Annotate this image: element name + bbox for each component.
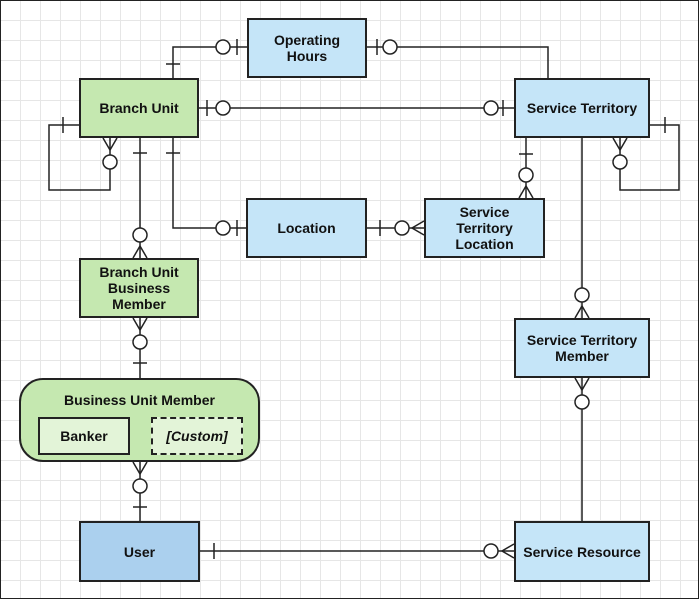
relationship-line <box>172 138 246 229</box>
optional-marker <box>215 220 231 236</box>
optional-marker <box>132 478 148 494</box>
relationship-line <box>367 46 549 78</box>
optional-marker <box>394 220 410 236</box>
entity-user[interactable]: User <box>79 521 200 582</box>
relationship-line <box>48 124 111 191</box>
entity-business-unit-member[interactable]: Business Unit Member Banker [Custom] <box>19 378 260 462</box>
optional-marker <box>215 100 231 116</box>
many-marker <box>102 137 118 152</box>
business-unit-member-title: Business Unit Member <box>64 392 215 408</box>
optional-marker <box>574 394 590 410</box>
entity-location[interactable]: Location <box>246 198 367 258</box>
optional-marker <box>215 39 231 55</box>
optional-marker <box>518 167 534 183</box>
subtype-banker[interactable]: Banker <box>38 417 130 455</box>
optional-marker <box>382 39 398 55</box>
optional-marker <box>612 154 628 170</box>
relationship-line <box>172 46 247 78</box>
entity-service-territory-location[interactable]: Service Territory Location <box>424 198 545 258</box>
subtype-custom[interactable]: [Custom] <box>151 417 243 455</box>
optional-marker <box>574 287 590 303</box>
many-marker <box>410 220 425 236</box>
entity-branch-unit-business-member[interactable]: Branch Unit Business Member <box>79 258 199 318</box>
relationship-line <box>619 124 680 191</box>
entity-service-resource[interactable]: Service Resource <box>514 521 650 582</box>
entity-service-territory-member[interactable]: Service Territory Member <box>514 318 650 378</box>
many-marker <box>612 137 628 152</box>
entity-operating-hours[interactable]: Operating Hours <box>247 18 367 78</box>
many-marker <box>132 317 148 332</box>
optional-marker <box>483 100 499 116</box>
many-marker <box>574 377 590 392</box>
entity-service-territory[interactable]: Service Territory <box>514 78 650 138</box>
optional-marker <box>132 227 148 243</box>
many-marker <box>132 461 148 476</box>
many-marker <box>500 543 515 559</box>
many-marker <box>132 244 148 259</box>
optional-marker <box>132 334 148 350</box>
many-marker <box>574 304 590 319</box>
entity-branch-unit[interactable]: Branch Unit <box>79 78 199 138</box>
optional-marker <box>483 543 499 559</box>
optional-marker <box>102 154 118 170</box>
many-marker <box>518 184 534 199</box>
